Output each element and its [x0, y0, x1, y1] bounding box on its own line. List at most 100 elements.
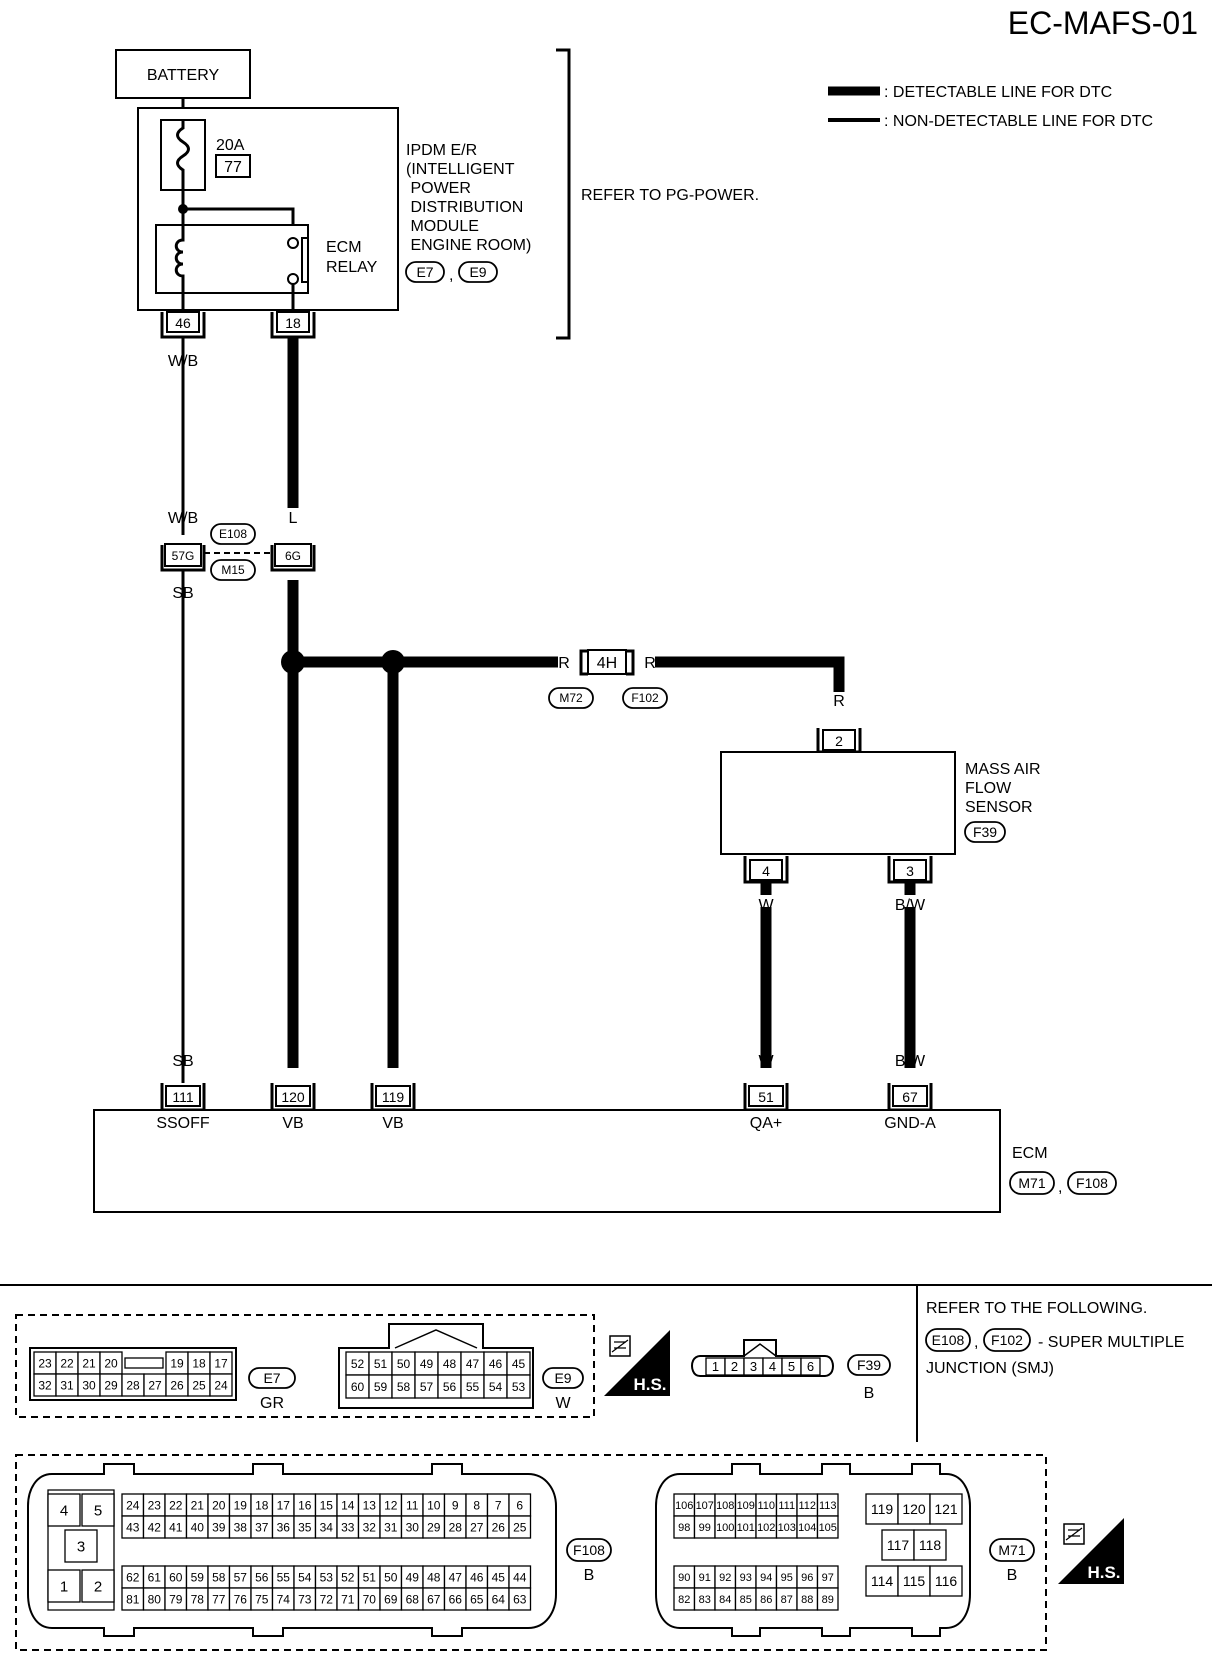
- refer-following-line1: REFER TO THE FOLLOWING.: [926, 1300, 1147, 1317]
- m71-pin-102: 102: [757, 1522, 775, 1534]
- connector-badge-f108-view: [566, 1538, 612, 1562]
- f108-pin-8: 8: [473, 1498, 480, 1512]
- hs-badge-icon-top: H.S.: [604, 1330, 670, 1396]
- f108-pin-11: 11: [406, 1498, 419, 1512]
- f108-pin-61: 61: [148, 1570, 162, 1584]
- m71-pin-89: 89: [822, 1594, 834, 1606]
- connector-badge-m71-view: [989, 1538, 1035, 1562]
- f108-pin-51: 51: [363, 1570, 377, 1584]
- refer-power-note: REFER TO PG-POWER.: [581, 187, 759, 204]
- f39-pin-2: 2: [731, 1359, 738, 1374]
- f108-pin-13: 13: [363, 1498, 377, 1512]
- m71-pin-94: 94: [760, 1572, 772, 1584]
- connector-badge-e7-view: [248, 1367, 296, 1389]
- e9-pin-49: 49: [420, 1357, 434, 1371]
- connector-id-m72: M72: [559, 691, 583, 705]
- m71-pin-115-cell: [897, 1565, 931, 1597]
- junction-pin-57g: 57G: [160, 543, 206, 572]
- wire-label-r-bottom-1: R: [287, 1053, 299, 1070]
- connector-id-f102: F102: [631, 691, 659, 705]
- splice-dot-2: [381, 650, 405, 674]
- m71-pin-98: 98: [678, 1522, 690, 1534]
- e7-pin-20: 20: [104, 1356, 118, 1370]
- ipdm-label-5: MODULE: [406, 218, 479, 235]
- f108-pin-73: 73: [298, 1592, 312, 1606]
- connector-group-e7-e9: [15, 1314, 595, 1418]
- f108-pin-5: 5: [94, 1502, 102, 1519]
- f108-pin-45: 45: [492, 1570, 506, 1584]
- f108-pin-10: 10: [427, 1498, 441, 1512]
- e9-pin-59: 59: [374, 1380, 388, 1394]
- ipdm-label-6: ENGINE ROOM): [406, 237, 531, 254]
- ecm-pin-label-vb-120: VB: [282, 1115, 303, 1132]
- f108-pin-37: 37: [255, 1520, 269, 1534]
- f108-pin-72: 72: [320, 1592, 334, 1606]
- f108-pin-34: 34: [320, 1520, 334, 1534]
- ipdm-pin-18: 18: [270, 311, 316, 339]
- maf-pin-4: 4: [743, 856, 789, 884]
- m71-pin-82: 82: [678, 1594, 690, 1606]
- f108-pin-70: 70: [363, 1592, 377, 1606]
- f108-pin-3-cell: [64, 1529, 98, 1563]
- e7-pin-18: 18: [192, 1356, 206, 1370]
- e9-pin-45: 45: [512, 1357, 526, 1371]
- e7-pin-22: 22: [60, 1356, 74, 1370]
- m71-pin-119: 119: [871, 1501, 894, 1517]
- m71-pin-87: 87: [781, 1594, 793, 1606]
- m71-pin-111: 111: [778, 1500, 795, 1512]
- m71-pin-112: 112: [798, 1500, 816, 1512]
- f108-pin-33: 33: [341, 1520, 355, 1534]
- e9-pin-46: 46: [489, 1357, 503, 1371]
- m71-pin-84: 84: [719, 1594, 731, 1606]
- f108-pin-27: 27: [470, 1520, 484, 1534]
- m71-pin-92: 92: [719, 1572, 731, 1584]
- m71-pin-118-cell: [913, 1529, 947, 1561]
- svg-text:,: ,: [974, 1334, 978, 1351]
- e7-pin-30: 30: [82, 1378, 96, 1392]
- e9-pin-53: 53: [512, 1380, 526, 1394]
- wire-label-wb-top: W/B: [168, 353, 198, 370]
- f108-pin-18: 18: [255, 1498, 269, 1512]
- f108-pin-41: 41: [169, 1520, 183, 1534]
- f108-pin-2-cell: [81, 1569, 115, 1603]
- m71-pin-113: 113: [819, 1500, 837, 1512]
- m71-pin-119-cell: [865, 1493, 899, 1525]
- f108-pin-24: 24: [126, 1498, 140, 1512]
- hs-badge-icon-bottom: H.S.: [1058, 1518, 1124, 1584]
- svg-text:111: 111: [172, 1089, 193, 1105]
- wire-label-bw-bottom: B/W: [895, 1053, 926, 1070]
- f108-pin-14: 14: [341, 1498, 355, 1512]
- f108-pin-66: 66: [449, 1592, 463, 1606]
- wire-label-r-bottom-2: R: [387, 1053, 399, 1070]
- legend-non-detectable-label: : NON-DETECTABLE LINE FOR DTC: [884, 113, 1153, 130]
- m71-pin-88: 88: [801, 1594, 813, 1606]
- m71-pin-86: 86: [760, 1594, 772, 1606]
- e9-pin-54: 54: [489, 1380, 503, 1394]
- ecm-box: [93, 1109, 1001, 1213]
- f108-pin-28: 28: [449, 1520, 463, 1534]
- f39-pin-6: 6: [807, 1359, 814, 1374]
- wire-label-r-top: R: [287, 585, 299, 602]
- svg-text:18: 18: [285, 315, 301, 331]
- wire-label-r-left-4h: R: [558, 655, 570, 672]
- f108-pin-15: 15: [320, 1498, 334, 1512]
- f108-pin-5-cell: [81, 1493, 115, 1527]
- f108-pin-57: 57: [234, 1570, 248, 1584]
- f108-pin-76: 76: [234, 1592, 248, 1606]
- m71-pin-105-cell: [816, 1515, 839, 1539]
- wire-label-sb-top: SB: [172, 585, 193, 602]
- maf-label-1: MASS AIR: [965, 761, 1041, 778]
- ecm-pin-label-ssoff: SSOFF: [156, 1115, 210, 1132]
- f108-pin-32: 32: [363, 1520, 377, 1534]
- connector-badge-f102: [622, 687, 668, 709]
- connector-view-id-f108: F108: [573, 1542, 605, 1558]
- connector-view-color-f108: B: [584, 1567, 595, 1584]
- fuse-rating: 20A: [216, 137, 245, 154]
- f108-pin-7: 7: [495, 1498, 502, 1512]
- inline-connector-4h: 4H: [579, 649, 635, 676]
- m71-pin-116: 116: [935, 1573, 958, 1589]
- f108-pin-36: 36: [277, 1520, 291, 1534]
- connector-id-m15: M15: [221, 563, 245, 577]
